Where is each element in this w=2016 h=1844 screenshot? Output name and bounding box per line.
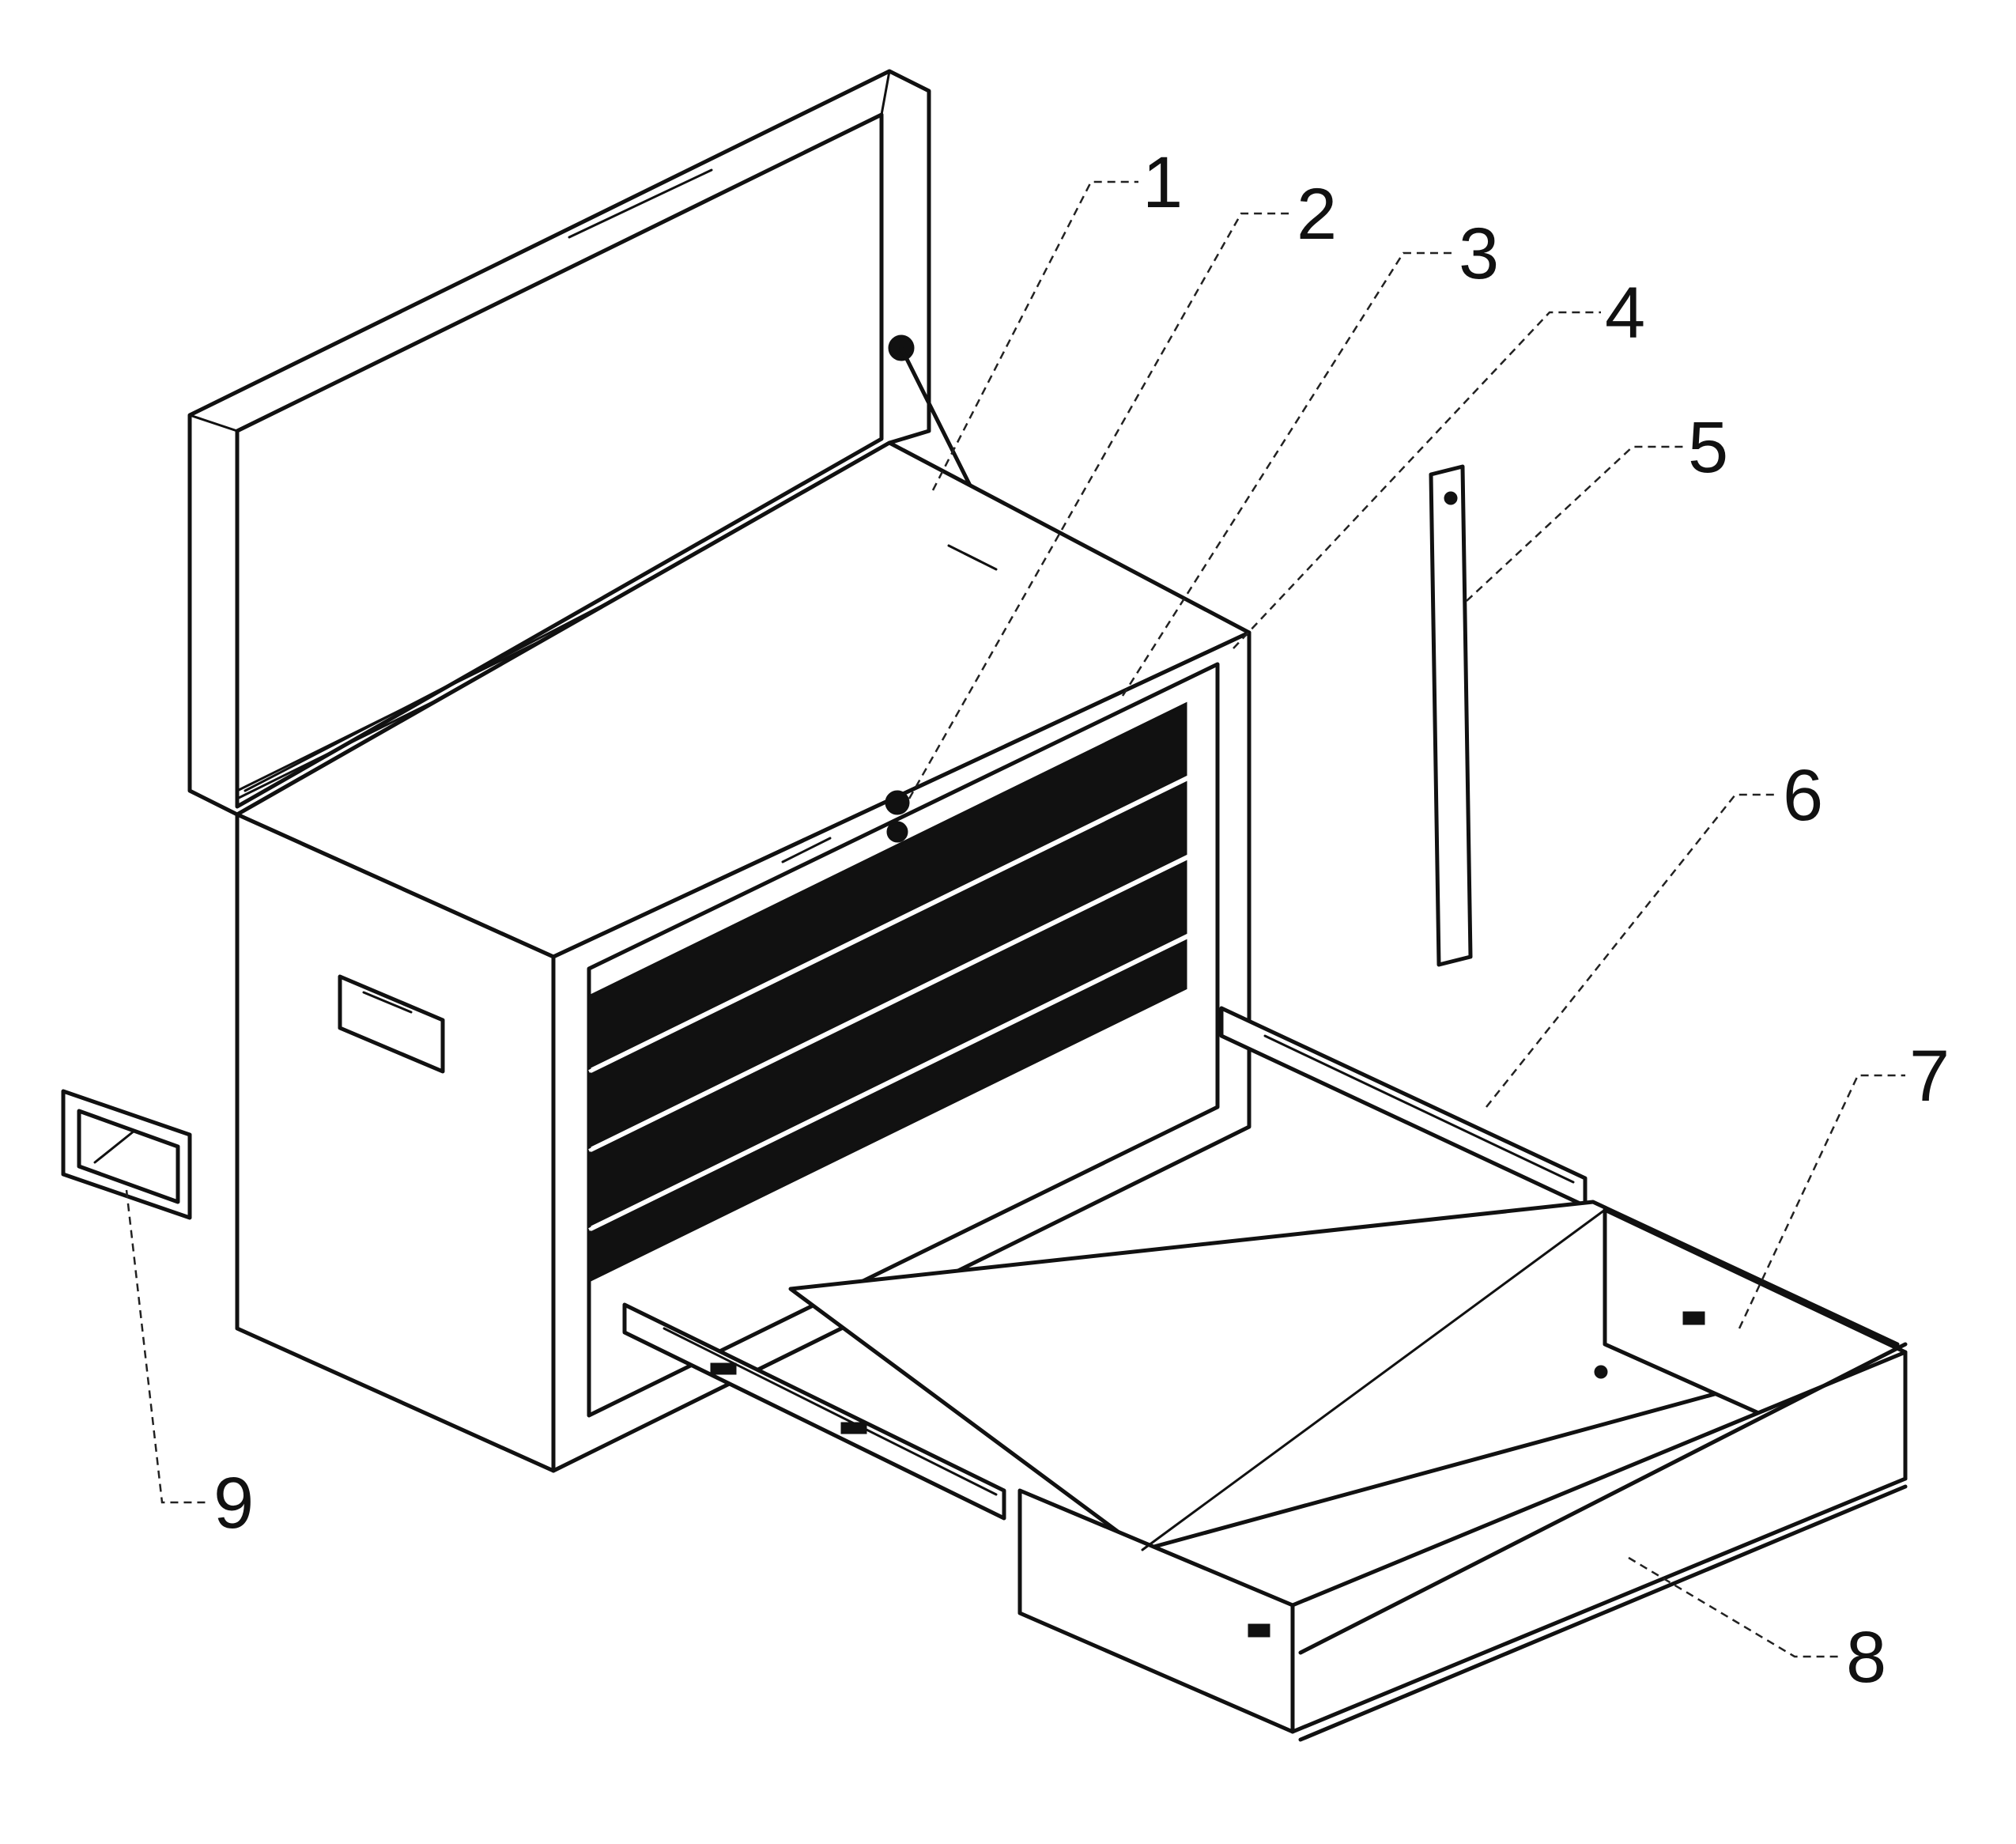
side-lock-bar [1429, 464, 1473, 967]
lock [885, 790, 910, 843]
callout-8: 8 [1846, 1617, 1886, 1698]
callout-5: 5 [1688, 407, 1728, 488]
callout-labels: 1 2 3 4 5 6 7 8 9 [213, 142, 1950, 1698]
drawer-box [788, 1200, 1908, 1734]
leader-lines [125, 180, 1905, 1658]
drawer-stack [587, 701, 1187, 1283]
callout-4: 4 [1605, 273, 1645, 353]
callout-9: 9 [213, 1463, 254, 1544]
callout-1: 1 [1142, 142, 1183, 223]
callout-3: 3 [1459, 213, 1499, 294]
side-handle [61, 1089, 192, 1220]
callout-7: 7 [1909, 1036, 1950, 1117]
callout-6: 6 [1783, 755, 1823, 836]
drawer-pull [1298, 1342, 1908, 1742]
callout-2: 2 [1297, 174, 1337, 255]
